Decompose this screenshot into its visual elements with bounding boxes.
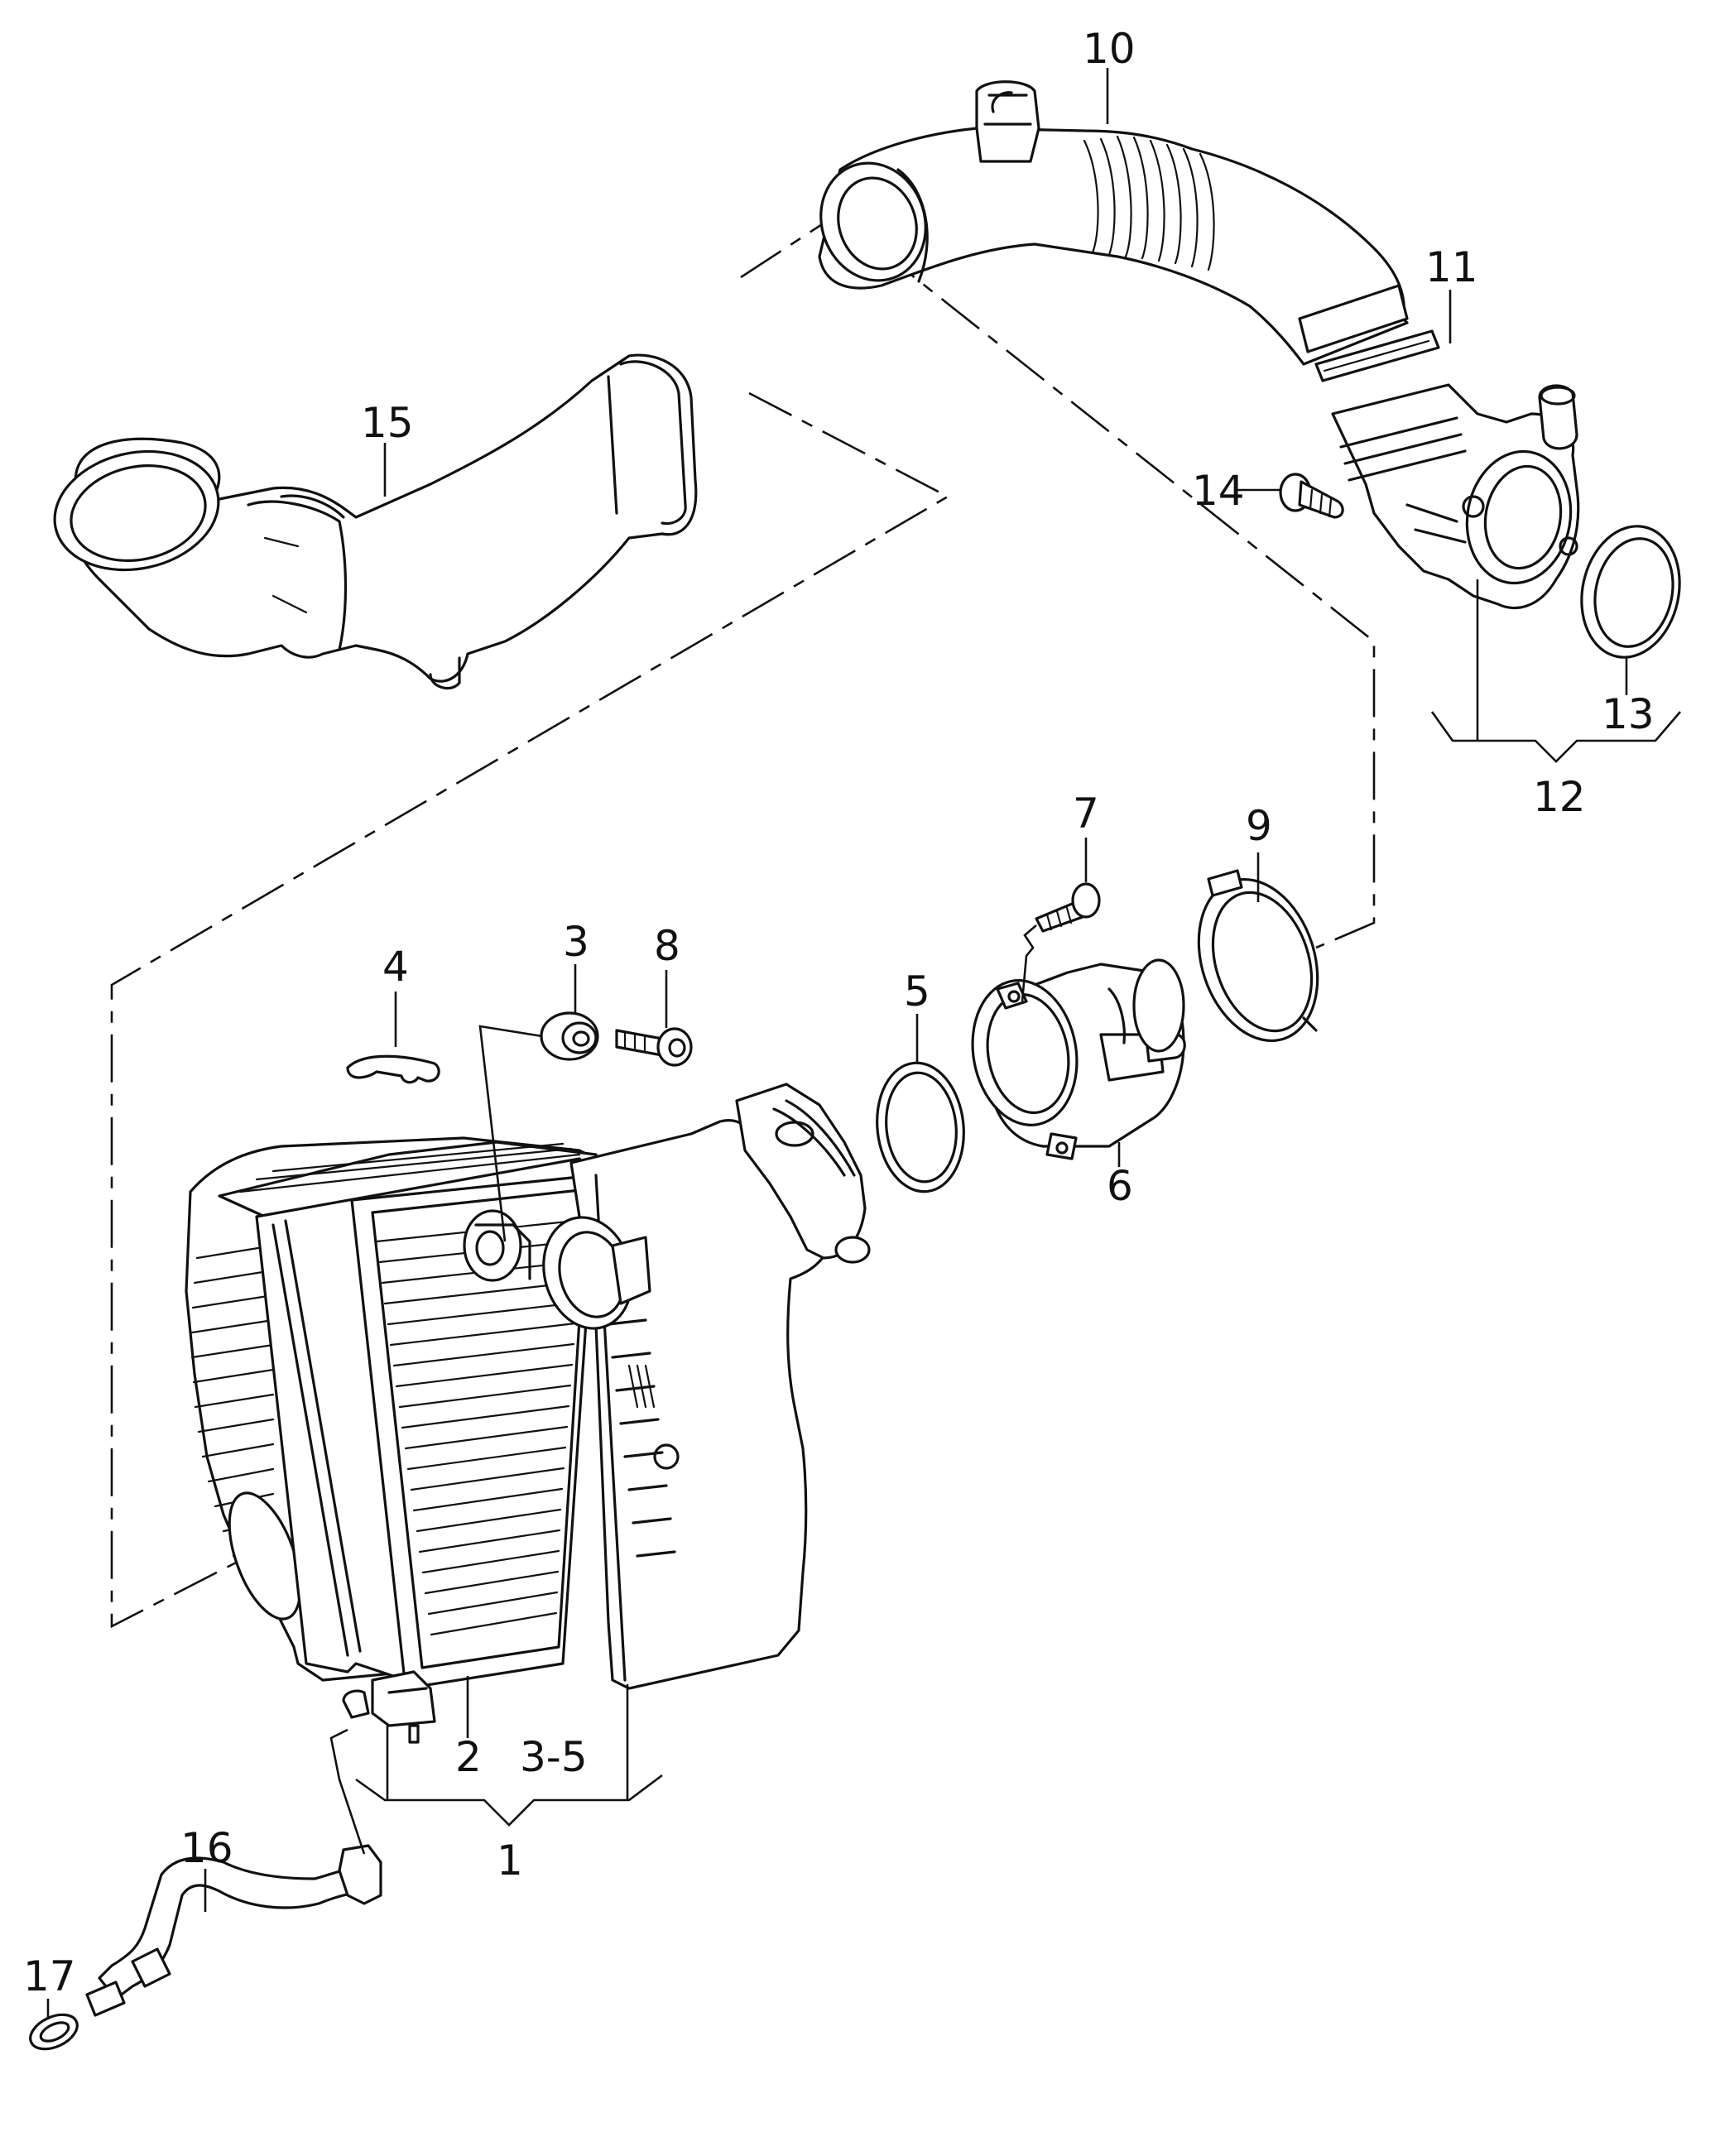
callout-15: 15	[361, 399, 414, 447]
part-13-seal-ring	[1580, 525, 1681, 659]
callout-14: 14	[1192, 467, 1245, 515]
part-8-bolt	[615, 1027, 693, 1067]
callout-2: 2	[455, 1733, 482, 1781]
part-11-seal	[1314, 329, 1440, 382]
part-4-clip	[346, 1054, 440, 1084]
callout-3: 3	[563, 918, 589, 966]
part-10-upper-hose	[818, 80, 1409, 366]
callout-4: 4	[382, 943, 409, 991]
part-7-screw	[1035, 882, 1101, 933]
callout-12: 12	[1533, 773, 1586, 821]
part-12-connector	[1331, 383, 1580, 610]
callout-8: 8	[654, 922, 680, 970]
callout-5: 5	[904, 968, 930, 1016]
part-6-air-mass-meter	[971, 958, 1186, 1160]
callout-9: 9	[1246, 802, 1272, 850]
callout-6: 6	[1107, 1162, 1133, 1210]
part-15-intake-duct	[53, 353, 698, 690]
part-9-clamp	[1197, 869, 1319, 1042]
part-3-grommet	[540, 1011, 599, 1061]
callout-1: 1	[497, 1837, 523, 1885]
callout-7: 7	[1073, 790, 1099, 838]
part-1-air-filter-housing	[185, 1083, 871, 1744]
part-16-breather-hose	[85, 1844, 382, 2017]
callout-3-5: 3-5	[520, 1733, 588, 1781]
callout-17: 17	[23, 1952, 76, 2000]
callout-13: 13	[1602, 690, 1655, 738]
part-5-o-ring	[876, 1061, 965, 1193]
callout-11: 11	[1425, 243, 1478, 291]
leader-lines	[46, 68, 1681, 2019]
part-14-screw	[1279, 473, 1344, 519]
part-17-clamp	[29, 2013, 79, 2051]
callout-10: 10	[1083, 25, 1136, 73]
callout-labels: 10 11 14 13 12 15 7 9 3 8 4 5 6 2 3-5 1 …	[23, 25, 1655, 2000]
assembly-dash-lines	[110, 214, 1376, 1629]
callout-16: 16	[180, 1824, 233, 1872]
